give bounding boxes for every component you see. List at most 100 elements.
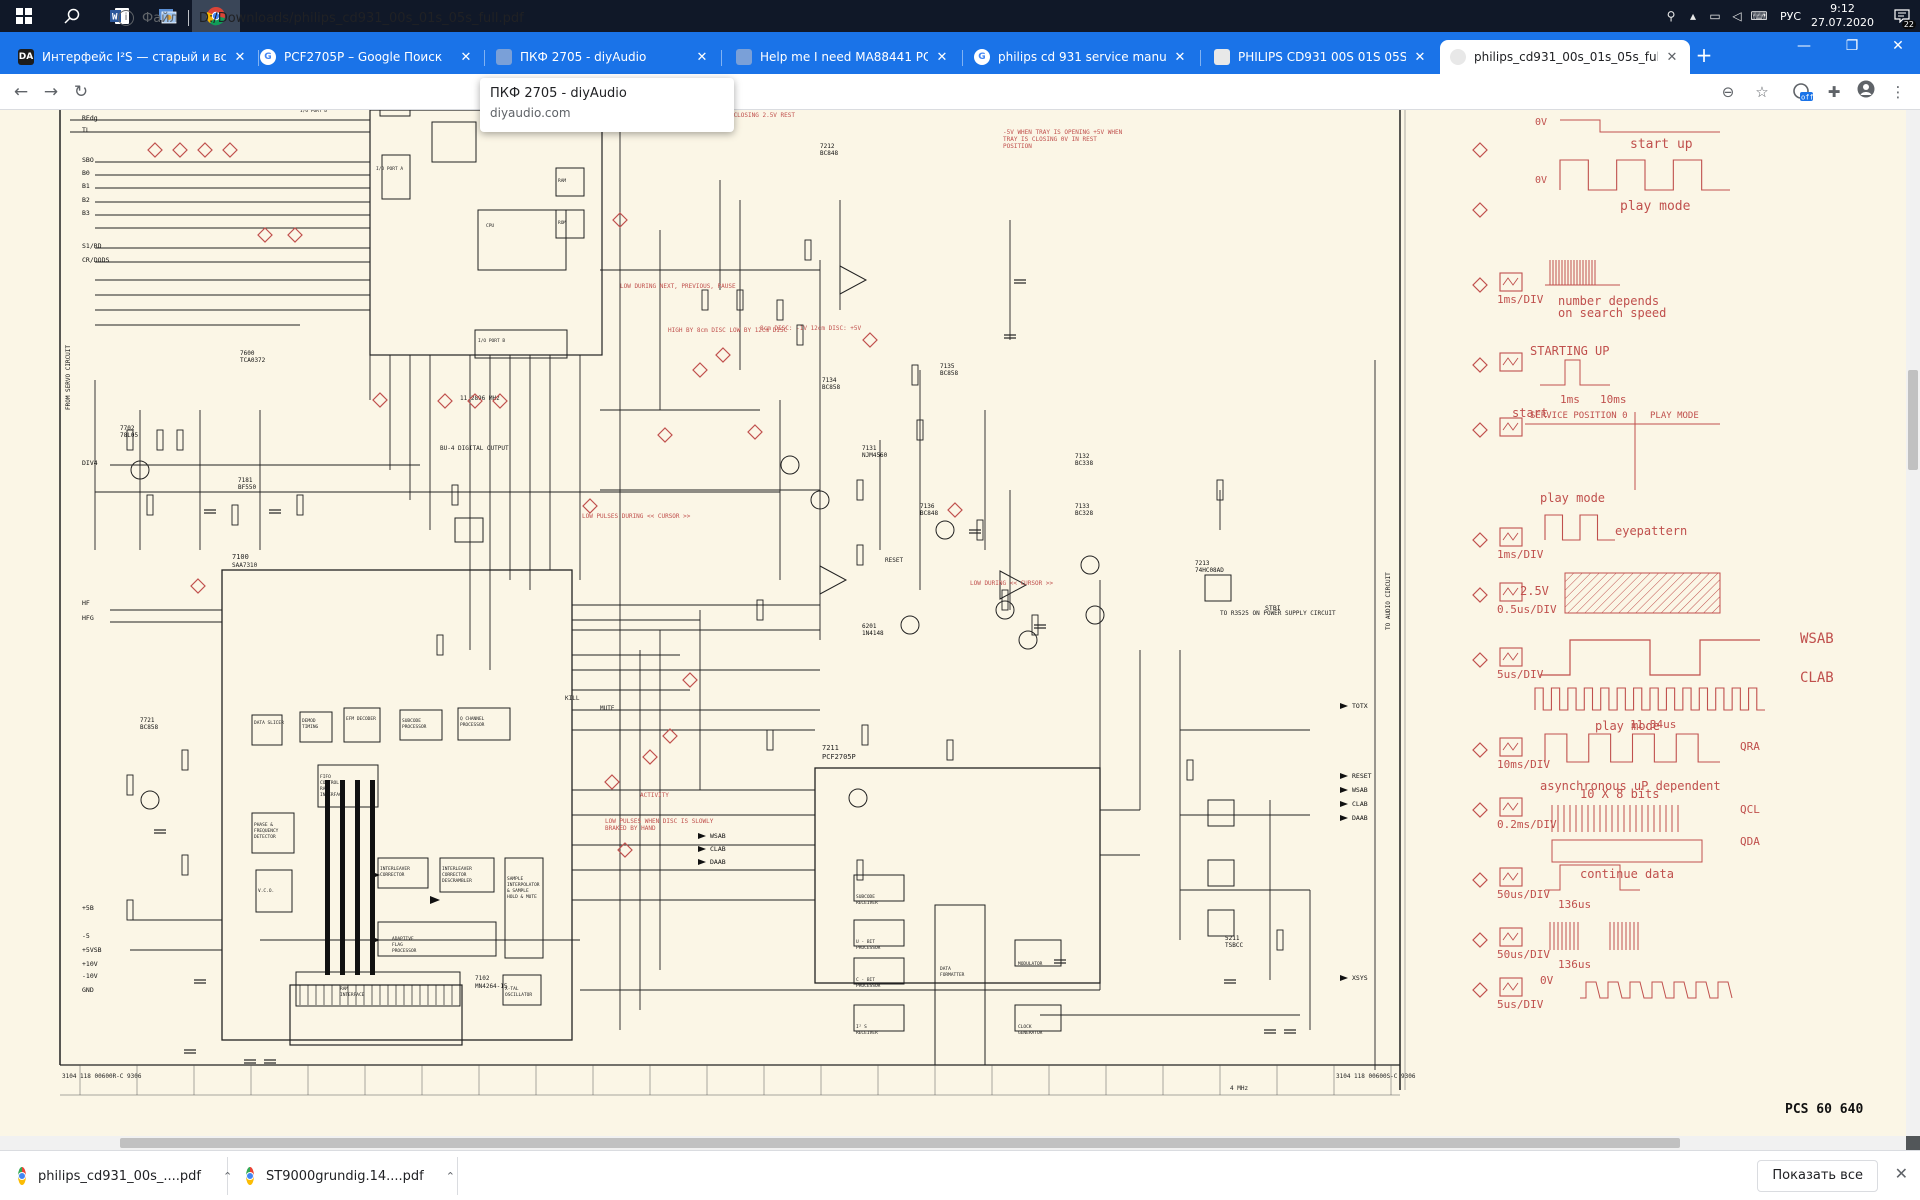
tab-4[interactable]: Help me I need MA88441 PCF35 ✕ <box>726 40 960 74</box>
time-per-div: 0.2ms/DIV <box>1497 818 1557 831</box>
part-ref: 6201 <box>862 623 877 630</box>
extension-icon[interactable]: off <box>1790 80 1814 104</box>
annotation: ACTIVITY <box>640 792 669 799</box>
info-icon[interactable]: i <box>118 10 134 26</box>
volume-icon[interactable]: ◁ <box>1732 9 1742 23</box>
resistor <box>796 324 804 346</box>
output-arrow <box>1340 801 1348 807</box>
oscilloscope-icon <box>1502 357 1519 366</box>
time-per-div: 50us/DIV <box>1497 888 1550 901</box>
reload-icon[interactable]: ↻ <box>73 81 89 102</box>
function-block <box>474 329 568 359</box>
close-tab-icon[interactable]: ✕ <box>1174 49 1186 65</box>
minimize-icon[interactable]: — <box>1797 38 1811 54</box>
menu-kebab-icon[interactable]: ⋮ <box>1890 83 1906 101</box>
tab-5[interactable]: G philips cd 931 service manual – G ✕ <box>964 40 1198 74</box>
block-label: I² S <box>856 1024 867 1030</box>
bookmark-star-icon[interactable]: ☆ <box>1755 83 1769 101</box>
tooltip-title: ПКФ 2705 - diyAudio <box>490 86 627 101</box>
annotation: TO R3525 ON POWER SUPPLY CIRCUIT <box>1220 610 1336 617</box>
vertical-scrollbar[interactable] <box>1906 110 1920 1136</box>
block-label: INTERFACE <box>340 992 365 998</box>
horizontal-scrollbar[interactable] <box>0 1136 1906 1150</box>
resistor <box>856 544 864 566</box>
signal-label: DIV4 <box>82 459 98 467</box>
show-all-downloads-button[interactable]: Показать все <box>1757 1160 1878 1192</box>
logic-gate <box>1207 909 1235 937</box>
windows-start-icon[interactable] <box>0 0 48 32</box>
block-label: PROCESSOR <box>856 983 881 989</box>
oscilloscope-icon <box>1499 927 1523 947</box>
chevron-up-icon[interactable]: ⌃ <box>445 1169 455 1183</box>
test-point-marker <box>692 362 708 378</box>
profile-avatar-icon[interactable] <box>1854 80 1878 104</box>
close-window-icon[interactable]: ✕ <box>1892 38 1904 54</box>
function-block <box>502 974 542 1006</box>
block-label: PROCESSOR <box>392 948 417 954</box>
block-label: RAM <box>340 986 348 992</box>
block-label: Q CHANNEL <box>460 716 485 722</box>
resistor <box>766 729 774 751</box>
oscilloscope-icon <box>1499 647 1523 667</box>
part-ref: 7213 <box>1195 560 1210 567</box>
keyboard-icon[interactable]: ⌨ <box>1750 9 1768 23</box>
horizontal-scroll-thumb[interactable] <box>120 1138 1680 1148</box>
tab-divider <box>484 50 485 66</box>
output-arrow <box>1340 773 1348 779</box>
forward-arrow-icon[interactable]: → <box>43 81 59 102</box>
notification-center-icon[interactable]: 22 <box>1884 0 1920 32</box>
close-tab-icon[interactable]: ✕ <box>936 49 948 65</box>
restore-icon[interactable]: ❐ <box>1845 38 1859 54</box>
control-panel-icon[interactable] <box>144 0 192 32</box>
signal-label: B3 <box>82 209 90 217</box>
tab-2[interactable]: G PCF2705P – Google Поиск ✕ <box>250 40 484 74</box>
close-tab-icon[interactable]: ✕ <box>1666 49 1678 65</box>
tab-7-active[interactable]: philips_cd931_00s_01s_05s_full.p ✕ <box>1440 40 1690 74</box>
pdf-page-schematic[interactable]: 7100 SAA7310 7102 MN4264-15 7211 PCF2705… <box>0 110 1906 1136</box>
clock[interactable]: 9:12 27.07.2020 <box>1811 2 1874 30</box>
logic-gate <box>1204 574 1232 602</box>
signal-label: HFG <box>82 614 94 622</box>
resistor <box>176 429 184 451</box>
url-text[interactable]: D:/Downloads/philips_cd931_00s_01s_05s_f… <box>198 10 524 26</box>
close-tab-icon[interactable]: ✕ <box>1414 49 1426 65</box>
people-icon[interactable]: ⚲ <box>1666 9 1676 23</box>
tab-3[interactable]: ПКФ 2705 - diyAudio ✕ <box>486 40 720 74</box>
close-tab-icon[interactable]: ✕ <box>234 49 246 65</box>
chrome-app-icon[interactable] <box>192 0 240 32</box>
block-label: FREQUENCY <box>254 828 279 834</box>
output-label: XSYS <box>1352 974 1368 982</box>
address-bar[interactable]: i Файл D:/Downloads/philips_cd931_00s_01… <box>108 4 1788 32</box>
function-block <box>439 857 495 893</box>
chevron-up-icon[interactable]: ▴ <box>1689 9 1696 23</box>
chevron-up-icon[interactable]: ⌃ <box>223 1169 233 1183</box>
download-item-1[interactable]: philips_cd931_00s_....pdf ⌃ <box>0 1157 232 1195</box>
network-icon[interactable]: ▭ <box>1709 9 1721 23</box>
new-tab-icon[interactable]: + <box>1695 43 1713 67</box>
signal-label: +5B <box>82 904 94 912</box>
search-icon[interactable] <box>48 0 96 32</box>
vertical-scroll-thumb[interactable] <box>1908 370 1918 470</box>
close-tab-icon[interactable]: ✕ <box>696 49 708 65</box>
download-item-2[interactable]: ST9000grundig.14....pdf ⌃ <box>228 1157 458 1195</box>
language-indicator[interactable]: РУС <box>1779 9 1802 23</box>
time-per-div: 5us/DIV <box>1497 668 1544 681</box>
data-bus <box>355 780 360 975</box>
back-arrow-icon[interactable]: ← <box>13 81 29 102</box>
tab-6[interactable]: PHILIPS CD931 00S 01S 05S FULL ✕ <box>1204 40 1438 74</box>
test-point-marker <box>147 142 163 158</box>
function-block <box>381 154 411 200</box>
part-ref: 7133 <box>1075 503 1090 510</box>
annotation: 8cm DISC: -1V 12cm DISC: +5V <box>760 325 862 332</box>
close-tab-icon[interactable]: ✕ <box>460 49 472 65</box>
tab-1[interactable]: DA Интерфейс I²S — старый и всем ✕ <box>8 40 258 74</box>
puzzle-extensions-icon[interactable]: ✚ <box>1827 83 1841 101</box>
trace-caption: 136us <box>1558 958 1591 971</box>
resistor <box>946 739 954 761</box>
test-point-marker <box>287 227 303 243</box>
annotation: LOW DURING << CURSOR >> <box>970 580 1053 587</box>
zoom-icon[interactable]: ⊖ <box>1721 83 1735 101</box>
close-shelf-icon[interactable]: ✕ <box>1894 1164 1908 1183</box>
tab-divider <box>962 50 963 66</box>
oscilloscope-icon <box>1499 737 1523 757</box>
